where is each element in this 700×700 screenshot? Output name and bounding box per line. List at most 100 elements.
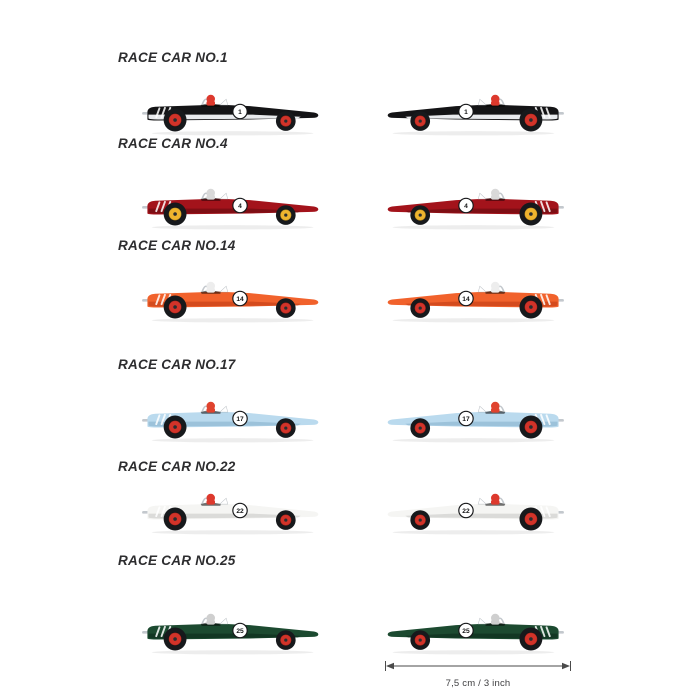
car-belly-trim xyxy=(405,301,558,307)
driver-helmet xyxy=(206,493,216,503)
front-wheel xyxy=(410,510,431,530)
windscreen xyxy=(219,192,229,200)
rear-wheel xyxy=(519,627,543,651)
car-label: RACE CAR NO.4 xyxy=(118,136,228,151)
car-photo-right: 1 xyxy=(384,87,565,139)
number-roundel xyxy=(232,103,248,120)
car-label: RACE CAR NO.1 xyxy=(118,50,228,65)
car-photo-left: 17 xyxy=(141,394,322,446)
car-number: 4 xyxy=(238,203,242,210)
race-car-right: 4 xyxy=(387,188,564,230)
rear-wheel xyxy=(163,627,187,651)
front-wheel xyxy=(275,630,296,650)
car-number: 1 xyxy=(238,109,242,116)
race-car-left: 4 xyxy=(142,188,319,230)
car-shadow xyxy=(392,131,555,136)
windscreen xyxy=(219,497,229,505)
front-wheel xyxy=(275,111,296,131)
car-belly-trim xyxy=(405,513,558,519)
rear-wheel xyxy=(519,202,543,226)
race-car-left: 14 xyxy=(142,281,319,323)
driver-helmet xyxy=(206,188,216,198)
car-number: 22 xyxy=(236,508,244,515)
car-number: 17 xyxy=(462,416,470,423)
car-photo-right: 22 xyxy=(384,486,565,538)
car-shadow xyxy=(151,318,314,323)
driver-helmet xyxy=(206,613,216,623)
number-roundel xyxy=(458,103,474,120)
front-wheel xyxy=(410,298,431,318)
number-roundel xyxy=(232,197,248,214)
front-wheel xyxy=(275,205,296,225)
car-shadow xyxy=(392,650,555,655)
car-shadow xyxy=(151,438,314,443)
driver-helmet xyxy=(206,94,216,104)
number-roundel xyxy=(232,622,248,639)
number-roundel xyxy=(458,197,474,214)
car-number: 22 xyxy=(462,508,470,515)
car-number: 25 xyxy=(236,628,244,635)
car-number: 14 xyxy=(462,296,470,303)
car-photo-left: 25 xyxy=(141,606,322,658)
rear-wheel xyxy=(163,108,187,132)
rear-wheel xyxy=(519,108,543,132)
car-photo-left: 22 xyxy=(141,486,322,538)
car-belly-trim xyxy=(405,633,558,639)
driver-helmet xyxy=(490,281,500,291)
car-shadow xyxy=(151,225,314,230)
rear-wheel xyxy=(519,507,543,531)
size-measurement: 7,5 cm / 3 inch xyxy=(383,659,573,689)
driver-helmet xyxy=(490,188,500,198)
race-car-left: 17 xyxy=(142,401,319,443)
windscreen xyxy=(219,285,229,293)
driver-helmet xyxy=(490,94,500,104)
driver-helmet xyxy=(206,281,216,291)
front-wheel xyxy=(275,418,296,438)
windscreen xyxy=(477,98,487,106)
car-label: RACE CAR NO.22 xyxy=(118,459,236,474)
rear-wheel xyxy=(163,415,187,439)
rear-wheel xyxy=(163,507,187,531)
windscreen xyxy=(477,405,487,413)
car-shadow xyxy=(392,225,555,230)
car-shadow xyxy=(151,131,314,136)
car-belly-trim xyxy=(148,208,301,214)
front-wheel xyxy=(410,418,431,438)
front-wheel xyxy=(410,111,431,131)
rear-wheel xyxy=(163,202,187,226)
windscreen xyxy=(219,98,229,106)
car-belly-trim xyxy=(148,513,301,519)
front-wheel xyxy=(275,298,296,318)
car-photo-right: 17 xyxy=(384,394,565,446)
windscreen xyxy=(219,405,229,413)
car-number: 14 xyxy=(236,296,244,303)
number-roundel xyxy=(232,410,248,427)
car-photo-right: 25 xyxy=(384,606,565,658)
car-shadow xyxy=(392,318,555,323)
race-car-right: 22 xyxy=(387,493,564,535)
car-photo-right: 4 xyxy=(384,181,565,233)
size-label: 7,5 cm / 3 inch xyxy=(445,678,511,689)
front-wheel xyxy=(410,630,431,650)
car-belly-trim xyxy=(148,633,301,639)
car-label: RACE CAR NO.25 xyxy=(118,553,236,568)
rear-wheel xyxy=(519,295,543,319)
rear-wheel xyxy=(163,295,187,319)
windscreen xyxy=(477,285,487,293)
driver-helmet xyxy=(206,401,216,411)
car-belly-trim xyxy=(405,421,558,427)
number-roundel xyxy=(458,622,474,639)
windscreen xyxy=(477,192,487,200)
car-number: 17 xyxy=(236,416,244,423)
race-car-right: 14 xyxy=(387,281,564,323)
race-car-left: 22 xyxy=(142,493,319,535)
race-car-left: 1 xyxy=(142,94,319,136)
driver-helmet xyxy=(490,401,500,411)
windscreen xyxy=(477,617,487,625)
car-number: 1 xyxy=(464,109,468,116)
windscreen xyxy=(477,497,487,505)
car-shadow xyxy=(392,530,555,535)
rear-wheel xyxy=(519,415,543,439)
car-belly-trim xyxy=(148,114,301,120)
